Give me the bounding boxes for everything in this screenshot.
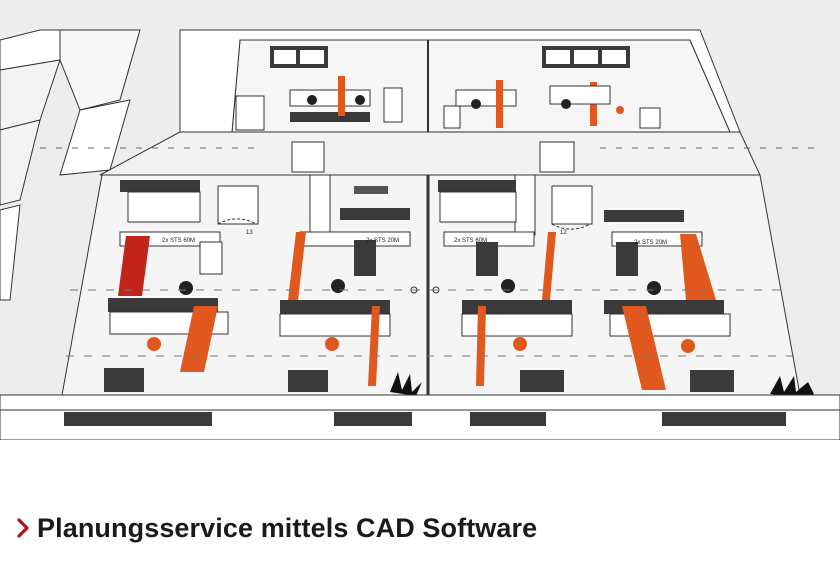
desk-labels: 2x STS 60M 2x STS 20M 2x STS 60M 2x STS … bbox=[162, 230, 667, 246]
shelving-units bbox=[120, 180, 684, 223]
caption-title: Planungsservice mittels CAD Software bbox=[37, 512, 538, 543]
cad-floorplan-render: 2x STS 60M 2x STS 20M 2x STS 60M 2x STS … bbox=[0, 0, 840, 440]
desk-label-3: 2x STS 60M bbox=[454, 238, 487, 244]
workstation-cluster-2 bbox=[279, 231, 411, 392]
upper-windows bbox=[270, 46, 630, 68]
corridor bbox=[99, 131, 761, 176]
front-wall bbox=[0, 394, 840, 440]
doors bbox=[217, 185, 593, 230]
left-rooms bbox=[0, 29, 141, 301]
plant-icon bbox=[390, 372, 814, 398]
desk-label-2: 2x STS 20M bbox=[366, 238, 399, 244]
workstation-cluster-1 bbox=[104, 231, 229, 392]
wall-picture bbox=[354, 186, 388, 194]
caption: Planungsservice mittels CAD Software bbox=[16, 508, 537, 548]
chevron-right-icon bbox=[17, 518, 29, 538]
room-number-12: 12 bbox=[560, 230, 567, 236]
front-windows bbox=[64, 412, 786, 426]
upper-right-workstation bbox=[443, 80, 661, 129]
upper-left-workstation bbox=[235, 76, 403, 131]
room-number-13: 13 bbox=[246, 230, 253, 236]
workstation-cluster-4 bbox=[604, 231, 734, 392]
desk-label-1: 2x STS 60M bbox=[162, 238, 195, 244]
desk-label-4: 2x STS 20M bbox=[634, 240, 667, 246]
